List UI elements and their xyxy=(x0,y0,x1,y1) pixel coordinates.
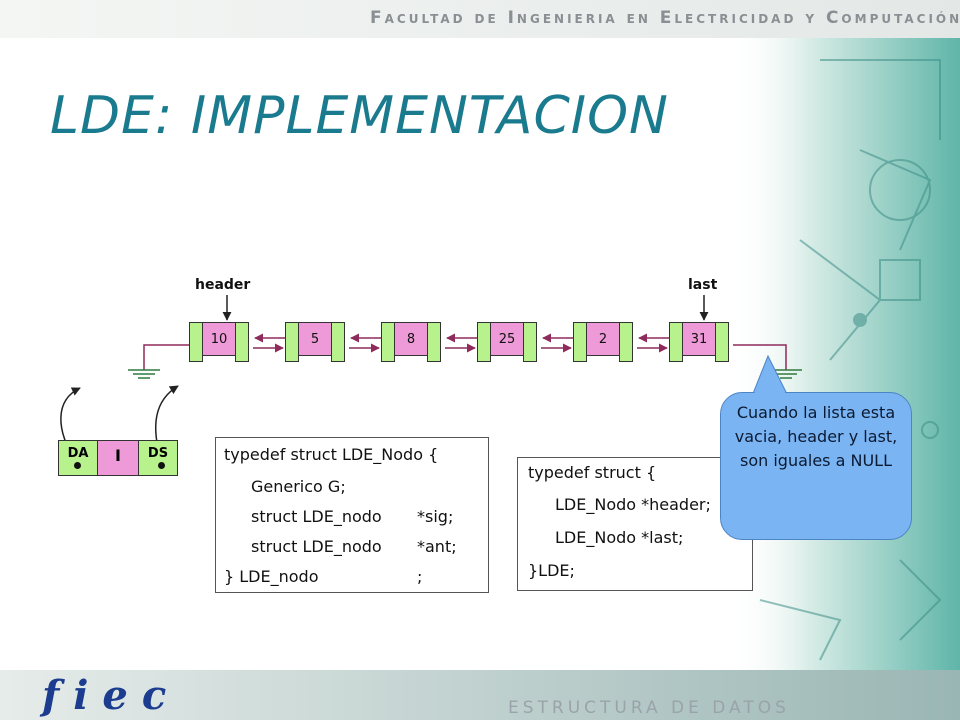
list-node: 25 xyxy=(477,322,541,362)
code-line: *sig; xyxy=(417,507,454,526)
header-band xyxy=(0,0,960,38)
node-value: 8 xyxy=(394,322,428,356)
code-line: *ant; xyxy=(417,537,457,556)
code-line: Generico G; xyxy=(251,477,346,496)
node-next-field xyxy=(715,322,729,362)
faculty-name: Facultad de Ingenieria en Electricidad y… xyxy=(370,8,960,28)
right-decor-band xyxy=(730,38,960,670)
node-value: 10 xyxy=(202,322,236,356)
slide-title: LDE: IMPLEMENTACION xyxy=(50,86,669,146)
course-name: ESTRUCTURA DE DATOS xyxy=(508,698,790,718)
code-line: typedef struct LDE_Nodo { xyxy=(224,445,439,464)
code-line: } LDE_nodo xyxy=(224,567,319,586)
node-value: 2 xyxy=(586,322,620,356)
legend-info-field: I xyxy=(97,440,139,476)
footer-band xyxy=(0,670,960,720)
legend-ds-field: DS xyxy=(138,440,178,476)
last-next-null-wire xyxy=(733,344,787,370)
header-pointer-label: header xyxy=(195,277,251,293)
node-value: 31 xyxy=(682,322,716,356)
code-line: struct LDE_nodo xyxy=(251,507,382,526)
node-next-field xyxy=(331,322,345,362)
node-next-field xyxy=(427,322,441,362)
code-line: struct LDE_nodo xyxy=(251,537,382,556)
empty-list-callout: Cuando la lista esta vacia, header y las… xyxy=(720,392,912,540)
first-prev-null-wire xyxy=(143,344,189,370)
code-line: }LDE; xyxy=(528,561,575,580)
list-node: 8 xyxy=(381,322,445,362)
legend-ds-dot xyxy=(158,462,165,469)
node-struct-code: typedef struct LDE_Nodo { Generico G; st… xyxy=(215,437,489,593)
ground-symbol-left xyxy=(128,369,160,379)
list-node: 5 xyxy=(285,322,349,362)
node-legend: DA I DS xyxy=(58,440,178,476)
node-next-field xyxy=(619,322,633,362)
node-next-field xyxy=(235,322,249,362)
code-line: ; xyxy=(417,567,423,586)
last-pointer-label: last xyxy=(688,277,718,293)
node-value: 5 xyxy=(298,322,332,356)
list-node: 10 xyxy=(189,322,253,362)
fiec-logo: fiec xyxy=(42,672,181,719)
list-node: 31 xyxy=(669,322,733,362)
list-struct-code: typedef struct { LDE_Nodo *header; LDE_N… xyxy=(517,457,753,591)
code-line: LDE_Nodo *header; xyxy=(555,495,711,514)
list-node: 2 xyxy=(573,322,637,362)
code-line: LDE_Nodo *last; xyxy=(555,528,684,547)
legend-da-dot xyxy=(74,462,81,469)
node-next-field xyxy=(523,322,537,362)
code-line: typedef struct { xyxy=(528,463,657,482)
